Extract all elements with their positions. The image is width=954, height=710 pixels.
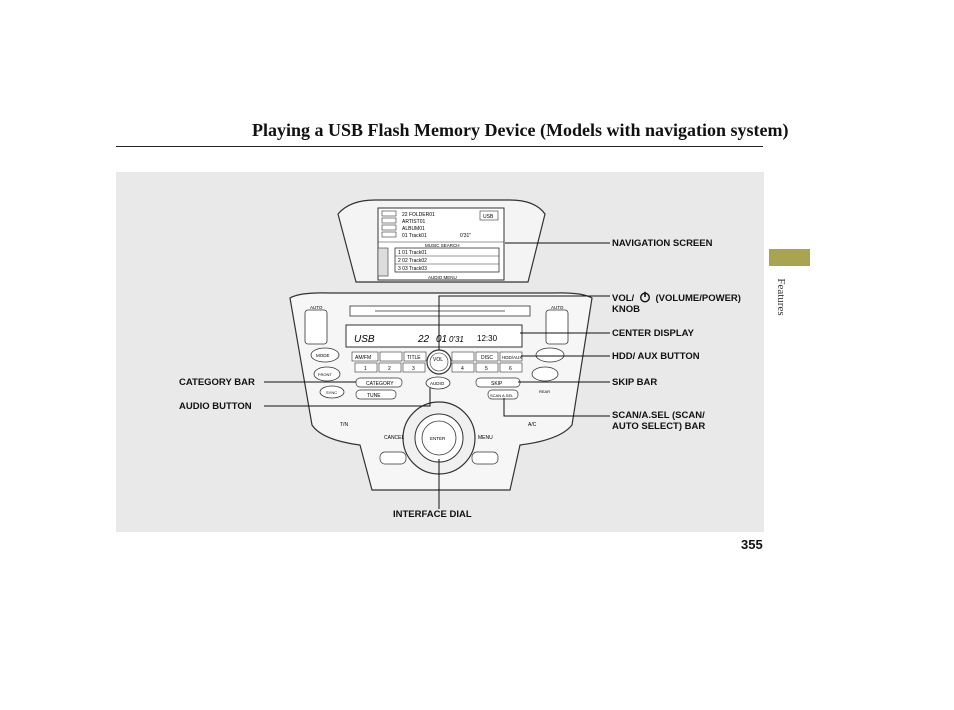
screen-track-3: 3 03 Track03 (398, 266, 427, 272)
sync-label: SYNC (326, 390, 337, 395)
cancel-label: CANCEL (384, 435, 405, 441)
tune-label: TUNE (367, 393, 381, 399)
tune-bar (355, 389, 397, 400)
center-display-panel (345, 324, 523, 348)
skip-label: SKIP (491, 381, 503, 387)
screen-album: ALBUM01 (402, 226, 425, 232)
am-fm-label: AM/FM (355, 355, 371, 361)
callout-vol-suffix: (VOLUME/POWER) (655, 293, 741, 304)
title-label: TITLE (407, 355, 421, 361)
display-source: USB (354, 334, 375, 345)
front-defrost-button (313, 366, 341, 382)
callout-center-display: CENTER DISPLAY (612, 328, 694, 339)
display-elapsed: 0'31 (449, 335, 464, 344)
hdd-aux-label: HDD/AUX (502, 355, 522, 360)
preset-4: 4 (461, 366, 464, 372)
screen-track-1: 1 01 Track01 (398, 250, 427, 256)
passenger-auto-label: AUTO (551, 305, 564, 310)
disc-label: DISC (481, 355, 493, 361)
scan-label: SCAN A.SEL (490, 393, 514, 398)
screen-music-search: MUSIC SEARCH (425, 243, 460, 248)
preset-3: 3 (412, 366, 415, 372)
power-icon (639, 291, 650, 303)
callout-scan-line2: AUTO SELECT) BAR (612, 421, 706, 432)
callout-vol-knob: VOL/ (VOLUME/POWER) KNOB (612, 291, 741, 315)
screen-artist: ARTIST01 (402, 219, 425, 225)
callout-scan-bar: SCAN/A.SEL (SCAN/ AUTO SELECT) BAR (612, 410, 705, 432)
screen-time: 0'31" (460, 233, 471, 239)
callout-vol-line2: KNOB (612, 304, 640, 315)
display-clock: 12:30 (477, 334, 498, 343)
preset-6: 6 (509, 366, 512, 372)
display-track: 01 (436, 334, 447, 345)
title-rule (116, 146, 763, 147)
callout-vol-prefix: VOL/ (612, 293, 635, 304)
rear-label: REAR (539, 389, 550, 394)
front-label: FRONT (318, 372, 332, 377)
screen-folder: 22 FOLDER01 (402, 212, 435, 218)
mode-button (310, 347, 340, 363)
page-title: Playing a USB Flash Memory Device (Model… (252, 120, 789, 140)
ac-label: A/C (528, 422, 537, 428)
audio-button (425, 376, 451, 390)
callout-audio-button: AUDIO BUTTON (179, 401, 252, 412)
display-folder: 22 (417, 334, 430, 345)
callout-category-bar: CATEGORY BAR (179, 377, 255, 388)
callout-skip-bar: SKIP BAR (612, 377, 658, 388)
page-number: 355 (741, 537, 763, 552)
preset-1: 1 (364, 366, 367, 372)
callout-scan-line1: SCAN/A.SEL (SCAN/ (612, 410, 705, 421)
mode-label: MODE (316, 353, 330, 358)
screen-usb-badge: USB (483, 214, 494, 220)
menu-label: MENU (478, 435, 493, 441)
rear-defrost-button (531, 366, 559, 382)
hdd-mode-button (535, 347, 565, 363)
audio-label: AUDIO (430, 381, 445, 386)
tn-label: T/N (340, 422, 348, 428)
callout-hdd-aux: HDD/ AUX BUTTON (612, 351, 700, 362)
preset-2: 2 (388, 366, 391, 372)
enter-label: ENTER (430, 436, 446, 441)
vol-label: VOL (433, 357, 443, 363)
preset-5: 5 (485, 366, 488, 372)
section-tab (769, 249, 810, 266)
scan-bar (487, 389, 519, 400)
category-label: CATEGORY (366, 381, 394, 387)
callout-navigation-screen: NAVIGATION SCREEN (612, 238, 713, 249)
screen-audio-menu: AUDIO MENU (428, 275, 457, 280)
screen-track: 01 Track01 (402, 233, 427, 239)
callout-interface-dial: INTERFACE DIAL (393, 509, 472, 520)
driver-auto-label: AUTO (310, 305, 323, 310)
sync-button (319, 385, 345, 399)
screen-track-2: 2 02 Track02 (398, 258, 427, 264)
